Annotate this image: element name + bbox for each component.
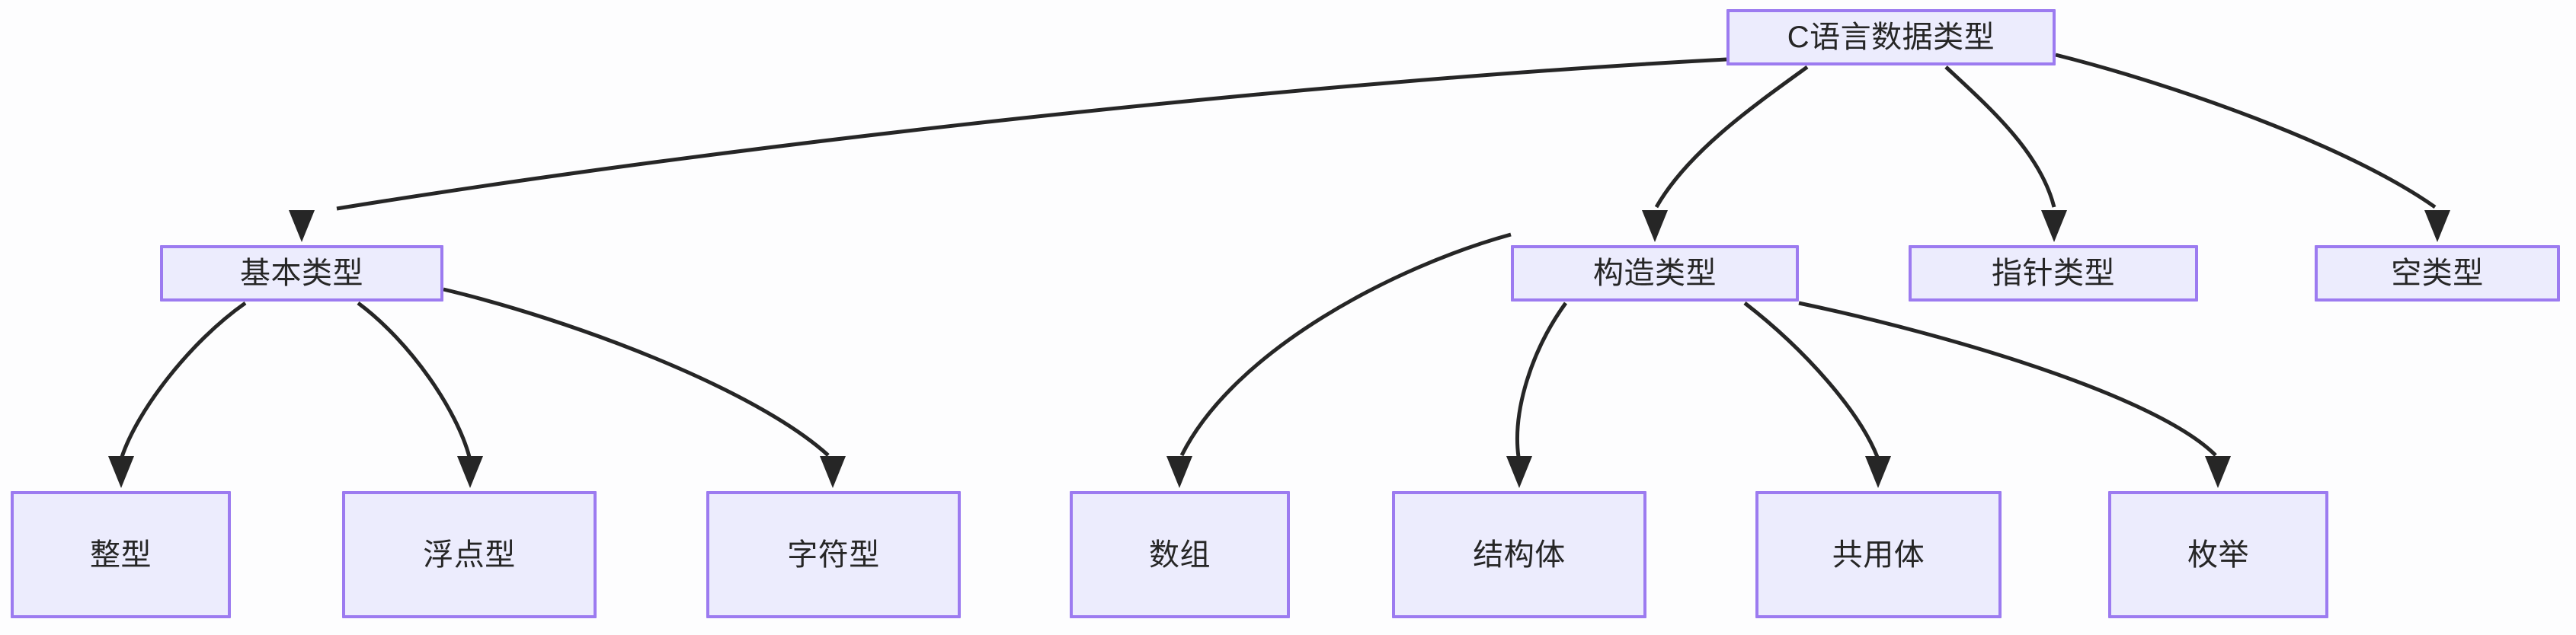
node-label-struct: 结构体 xyxy=(1473,538,1566,572)
arrow-head-icon xyxy=(2041,210,2067,242)
node-label-union: 共用体 xyxy=(1832,538,1925,572)
node-pointer[interactable]: 指针类型 xyxy=(1909,245,2198,302)
arrow-head-icon xyxy=(457,456,483,488)
node-union[interactable]: 共用体 xyxy=(1755,491,2002,618)
node-constructed[interactable]: 构造类型 xyxy=(1511,245,1799,302)
edge-constructed-to-union xyxy=(1743,302,1891,488)
node-label-array: 数组 xyxy=(1149,538,1211,572)
node-label-constructed: 构造类型 xyxy=(1593,257,1717,290)
edge-basic-to-float xyxy=(357,301,483,488)
arrow-head-icon xyxy=(108,456,134,488)
edge-basic-to-integer xyxy=(108,301,247,488)
edge-line xyxy=(1179,232,1512,457)
node-integer[interactable]: 整型 xyxy=(11,491,231,618)
node-label-void: 空类型 xyxy=(2391,257,2484,290)
edge-line xyxy=(1515,302,1568,458)
node-label-float: 浮点型 xyxy=(423,538,516,572)
node-label-pointer: 指针类型 xyxy=(1992,257,2115,290)
edge-line xyxy=(1743,302,1880,458)
edge-basic-to-char xyxy=(443,287,846,488)
edge-root-to-void xyxy=(2055,53,2450,242)
arrow-head-icon xyxy=(1865,456,1891,488)
arrow-head-icon xyxy=(820,456,846,488)
arrow-head-icon xyxy=(1642,210,1668,242)
edge-line xyxy=(1798,301,2217,457)
edge-line xyxy=(336,57,1727,211)
node-basic[interactable]: 基本类型 xyxy=(160,245,443,302)
edge-root-to-constructed xyxy=(1642,65,1809,242)
arrow-head-icon xyxy=(1506,456,1532,488)
node-label-basic: 基本类型 xyxy=(240,257,363,290)
node-array[interactable]: 数组 xyxy=(1070,491,1290,618)
arrow-head-icon xyxy=(289,210,315,242)
edge-line xyxy=(357,301,472,458)
edge-root-to-basic xyxy=(289,57,1727,242)
node-void[interactable]: 空类型 xyxy=(2315,245,2560,302)
node-label-root: C语言数据类型 xyxy=(1787,21,1995,54)
edge-line xyxy=(1944,65,2056,208)
edge-constructed-to-struct xyxy=(1506,302,1568,488)
node-label-char: 字符型 xyxy=(787,538,880,572)
node-float[interactable]: 浮点型 xyxy=(342,491,597,618)
node-char[interactable]: 字符型 xyxy=(706,491,961,618)
arrow-head-icon xyxy=(2205,456,2231,488)
edge-root-to-pointer xyxy=(1944,65,2067,242)
node-label-enum: 枚举 xyxy=(2187,538,2249,572)
arrow-head-icon xyxy=(2424,210,2450,242)
node-enum[interactable]: 枚举 xyxy=(2108,491,2328,618)
node-root[interactable]: C语言数据类型 xyxy=(1726,9,2056,65)
edge-line xyxy=(120,301,247,458)
edge-line xyxy=(443,287,830,457)
edge-line xyxy=(2055,53,2437,209)
edge-line xyxy=(1654,65,1809,209)
edge-constructed-to-array xyxy=(1166,232,1512,488)
arrow-head-icon xyxy=(1166,456,1192,488)
node-label-integer: 整型 xyxy=(90,538,152,572)
node-struct[interactable]: 结构体 xyxy=(1392,491,1646,618)
edge-constructed-to-enum xyxy=(1798,301,2231,488)
